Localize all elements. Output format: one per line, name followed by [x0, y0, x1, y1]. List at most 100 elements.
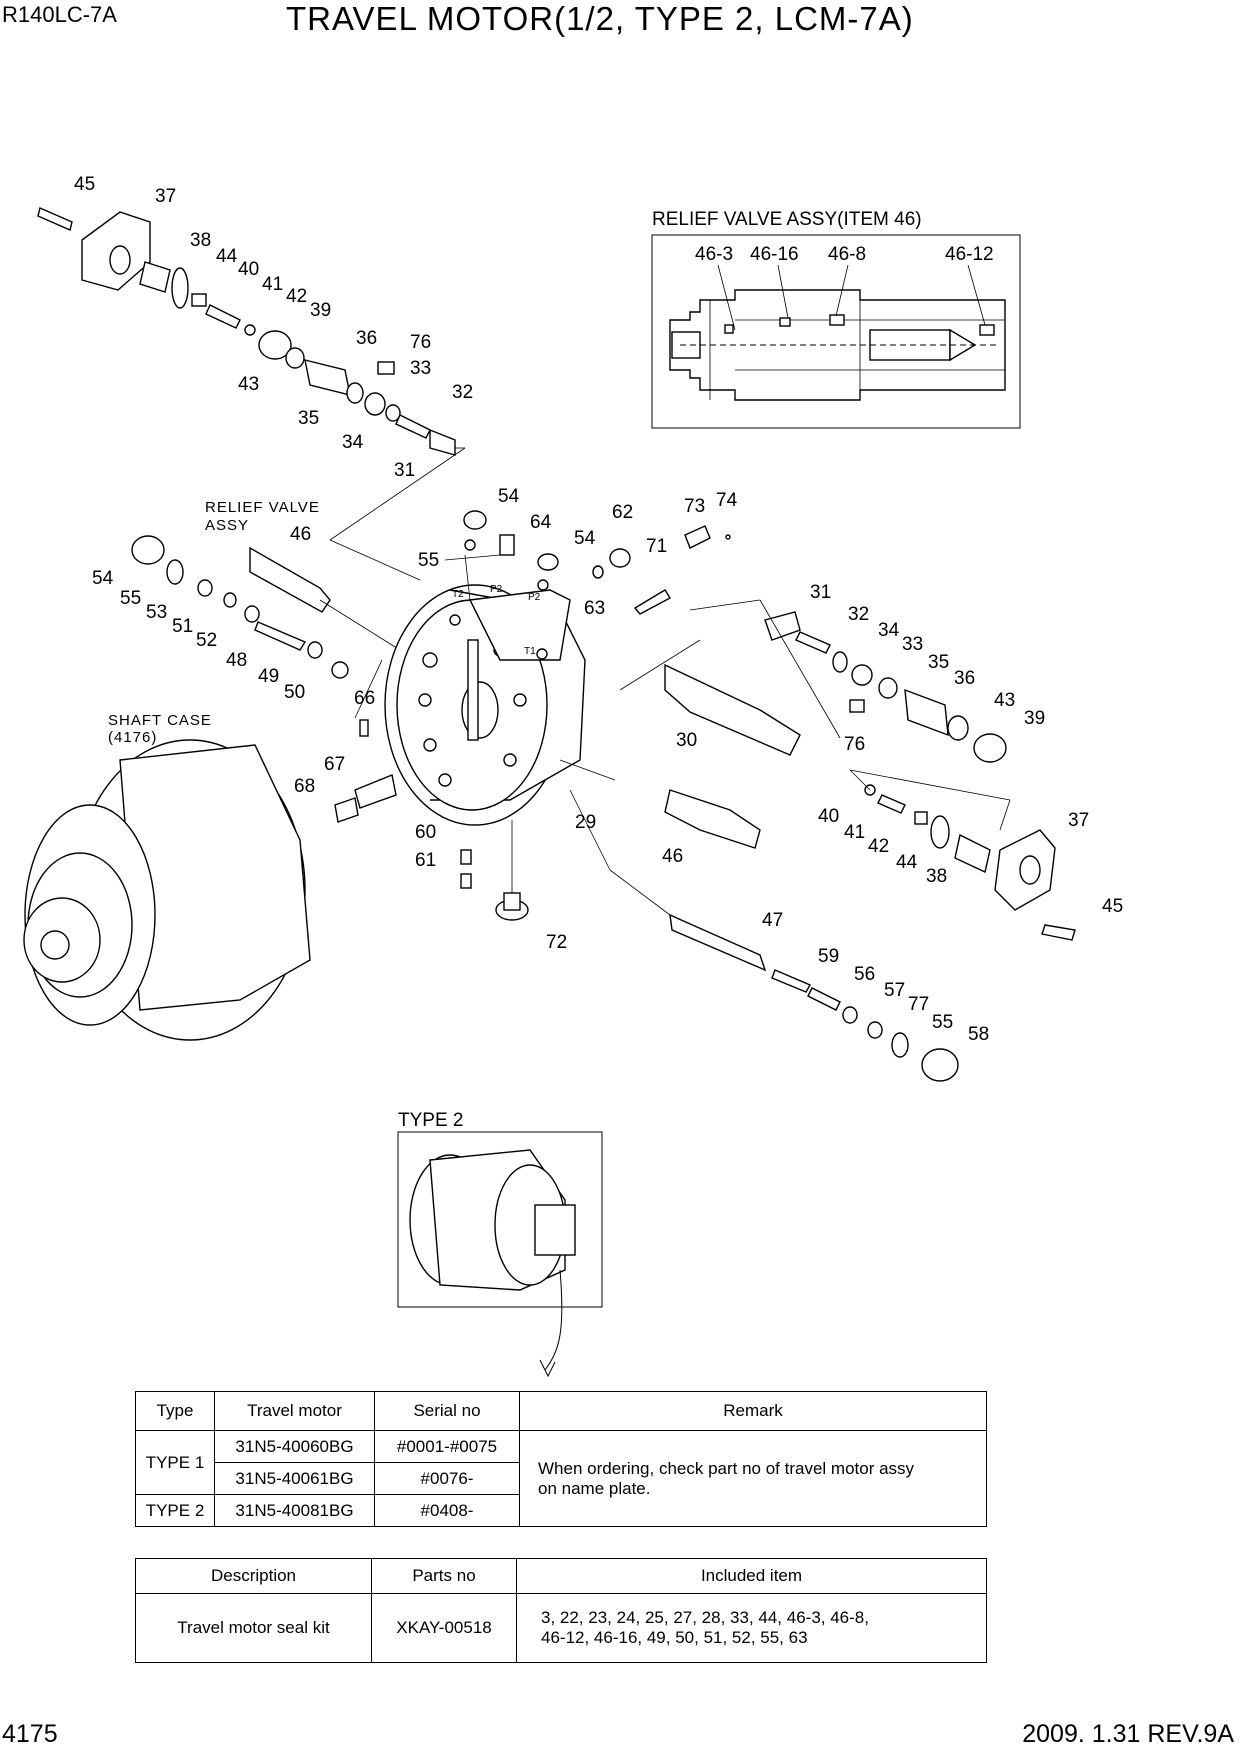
type-cell: TYPE 2 — [135, 1494, 215, 1527]
callout: 39 — [310, 300, 331, 321]
plug-64 — [499, 534, 515, 556]
callout: 55 — [418, 550, 439, 571]
callout: 45 — [74, 174, 95, 195]
callout: 59 — [818, 946, 839, 967]
callout: 72 — [546, 932, 567, 953]
oring-35 — [878, 677, 898, 699]
callout: 66 — [354, 688, 375, 709]
type2-label: TYPE 2 — [398, 1110, 463, 1131]
col-header: Parts no — [371, 1558, 517, 1594]
oring-55 — [891, 1032, 909, 1058]
col-header: Description — [135, 1558, 372, 1594]
plug-60 — [460, 849, 472, 865]
serial-cell: #0076- — [374, 1462, 520, 1495]
motor-cell: 31N5-40060BG — [214, 1430, 375, 1463]
left-relief-parts: RELIEF VALVE ASSY — [131, 499, 401, 719]
pin-59 — [771, 969, 811, 993]
plug-54 — [463, 510, 487, 530]
callout: 46 — [662, 846, 683, 867]
callout: 68 — [294, 776, 315, 797]
spring-41 — [205, 304, 241, 329]
washer-57 — [842, 1006, 858, 1024]
upper-left-parts — [37, 207, 466, 581]
parts-no-cell: XKAY-00518 — [371, 1593, 517, 1663]
oring-44 — [171, 267, 189, 309]
callout: 45 — [1102, 896, 1123, 917]
included-line: 46-12, 46-16, 49, 50, 51, 52, 55, 63 — [541, 1628, 808, 1647]
bolt-45 — [37, 207, 73, 231]
callout: 53 — [146, 602, 167, 623]
relief-valve-label: ASSY — [205, 517, 249, 534]
callout: 37 — [1068, 810, 1089, 831]
pin-74 — [725, 534, 731, 540]
callout: 73 — [684, 496, 705, 517]
spring-68 — [334, 797, 359, 823]
callout: 49 — [258, 666, 279, 687]
included-line: 3, 22, 23, 24, 25, 27, 28, 33, 44, 46-3,… — [541, 1608, 869, 1627]
plug-76 — [377, 361, 395, 375]
spring-41 — [877, 794, 906, 814]
serial-cell: #0001-#0075 — [374, 1430, 520, 1463]
callout: 38 — [190, 230, 211, 251]
included-items-cell: 3, 22, 23, 24, 25, 27, 28, 33, 44, 46-3,… — [516, 1593, 987, 1663]
type-cell: TYPE 1 — [135, 1430, 215, 1495]
page-number: 4175 — [2, 1720, 58, 1748]
col-header: Type — [135, 1391, 215, 1431]
callout: 32 — [452, 382, 473, 403]
callout: 55 — [120, 588, 141, 609]
spring-36 — [304, 359, 351, 396]
plug-62 — [609, 548, 631, 568]
plug-54 — [131, 535, 165, 565]
spring-56 — [807, 987, 841, 1011]
bolt-45 — [1041, 924, 1076, 941]
plug-58 — [921, 1048, 959, 1082]
callout: 40 — [818, 806, 839, 827]
remark-line: When ordering, check part no of travel m… — [538, 1458, 915, 1478]
spool-30 — [664, 663, 801, 756]
callout: 54 — [574, 528, 596, 549]
callout-numbers: 45 37 38 44 40 41 42 39 36 76 33 43 32 3… — [74, 174, 1123, 1045]
callout: 34 — [342, 432, 364, 453]
remark-cell: When ordering, check part no of travel m… — [519, 1430, 987, 1527]
callout: 35 — [928, 652, 949, 673]
callout: 54 — [92, 568, 114, 589]
callout: 44 — [896, 852, 918, 873]
callout: 67 — [324, 754, 345, 775]
callout: 64 — [530, 512, 552, 533]
plug-33 — [851, 664, 873, 686]
callout: 54 — [498, 486, 520, 507]
col-header: Travel motor — [214, 1391, 375, 1431]
callout: 42 — [286, 286, 307, 307]
motor-cell: 31N5-40081BG — [214, 1494, 375, 1527]
callout: 31 — [394, 460, 415, 481]
seat-39 — [258, 330, 292, 360]
callout: 51 — [172, 616, 193, 637]
callout: 40 — [238, 259, 259, 280]
plug-40 — [191, 293, 207, 307]
callout: 42 — [868, 836, 889, 857]
callout: 57 — [884, 980, 905, 1001]
bolt-71 — [633, 589, 671, 615]
ball-42 — [244, 324, 256, 336]
callout: 74 — [716, 490, 738, 511]
callout: 43 — [994, 690, 1015, 711]
callout: 41 — [844, 822, 865, 843]
oring-34 — [832, 651, 848, 673]
callout: 71 — [646, 536, 667, 557]
col-header: Remark — [519, 1391, 987, 1431]
callout: 30 — [676, 730, 697, 751]
lower-parts — [334, 719, 959, 1082]
remark-line: on name plate. — [538, 1478, 651, 1498]
oring-35 — [346, 382, 364, 404]
valve-46 — [249, 546, 331, 613]
pin-66 — [359, 719, 369, 737]
plug-54b — [537, 553, 559, 571]
callout: 37 — [155, 186, 176, 207]
callout: 76 — [410, 332, 431, 353]
callout: 55 — [932, 1012, 953, 1033]
callout: 44 — [216, 246, 238, 267]
spring-32 — [795, 631, 831, 654]
callout: 77 — [908, 994, 929, 1015]
callout: 31 — [810, 582, 831, 603]
oring-43 — [947, 715, 969, 741]
